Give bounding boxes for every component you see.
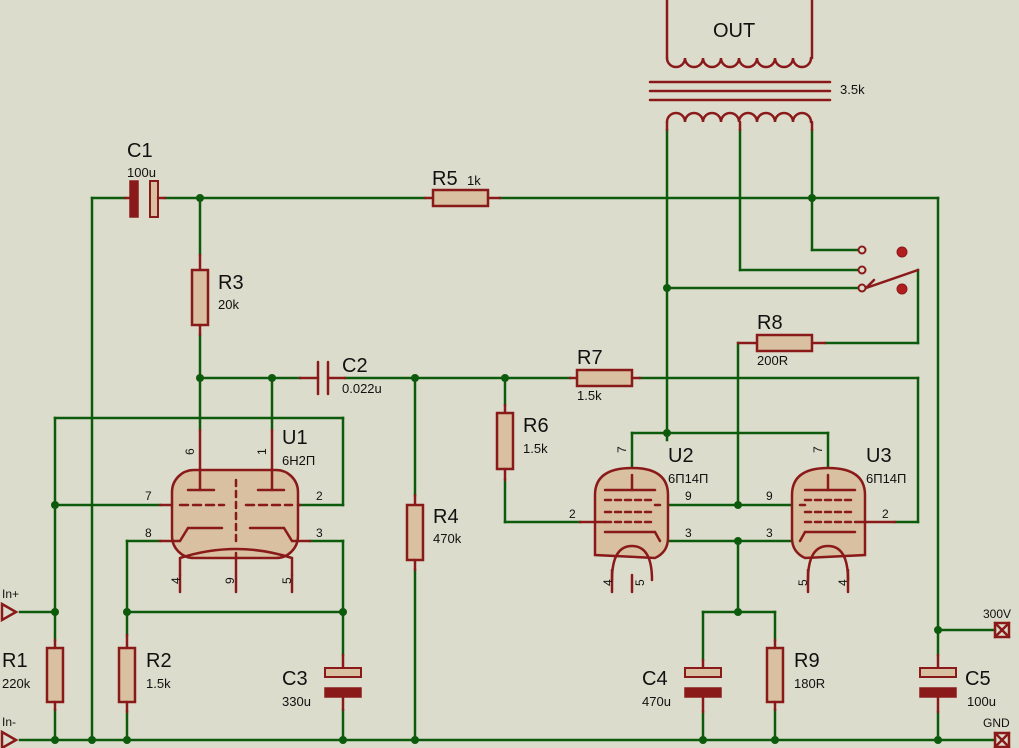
resistor-r8[interactable]: R8 200R (736, 312, 827, 368)
c5-value: 100u (967, 694, 996, 709)
resistor-r1[interactable]: R1 220k (2, 638, 65, 712)
svg-text:5: 5 (280, 577, 294, 584)
capacitor-c2[interactable]: C2 0.022u (298, 355, 382, 396)
r2-ref: R2 (146, 650, 172, 672)
svg-text:4: 4 (169, 577, 183, 584)
svg-text:1: 1 (255, 448, 269, 455)
resistor-r2[interactable]: R2 1.5k (117, 633, 172, 714)
svg-text:In+: In+ (2, 587, 19, 601)
wires (18, 128, 997, 742)
svg-text:9: 9 (223, 577, 237, 584)
r8-ref: R8 (757, 312, 783, 334)
terminal-in-plus[interactable]: In+ (0, 587, 19, 623)
r4-ref: R4 (433, 506, 459, 528)
resistor-r3[interactable]: R3 20k (190, 253, 244, 337)
c4-value: 470u (642, 694, 671, 709)
u2-ref: U2 (668, 445, 694, 467)
tube-u1[interactable]: U1 6Н2П 6 1 7 2 8 3 4 9 5 (145, 427, 323, 594)
svg-text:3: 3 (766, 526, 773, 540)
svg-text:7: 7 (615, 446, 629, 453)
terminal-in-minus[interactable]: In- (0, 715, 19, 748)
tap-selector-switch[interactable] (857, 245, 920, 295)
u3-value: 6П14П (866, 471, 906, 486)
c1-ref: C1 (127, 140, 153, 162)
svg-text:9: 9 (766, 489, 773, 503)
r8-value: 200R (757, 353, 788, 368)
svg-text:5: 5 (796, 579, 810, 586)
r5-ref: R5 (432, 168, 458, 190)
svg-text:2: 2 (569, 507, 576, 521)
c1-value: 100u (127, 165, 156, 180)
capacitor-c5[interactable]: C5 100u (919, 653, 996, 714)
tube-u3[interactable]: U3 6П14П 7 9 2 3 5 4 (766, 445, 906, 594)
r3-value: 20k (218, 297, 239, 312)
svg-text:4: 4 (601, 579, 615, 586)
u1-ref: U1 (282, 427, 308, 449)
c3-value: 330u (282, 694, 311, 709)
svg-text:2: 2 (882, 507, 889, 521)
capacitor-c1[interactable]: C1 100u (123, 140, 167, 218)
tube-u2[interactable]: U2 6П14П 7 9 2 3 4 5 (569, 445, 708, 594)
out-ref: OUT (713, 20, 755, 42)
u1-value: 6Н2П (282, 453, 315, 468)
svg-text:7: 7 (145, 489, 152, 503)
r7-ref: R7 (577, 347, 603, 369)
resistor-r4[interactable]: R4 470k (405, 493, 462, 572)
capacitor-c3[interactable]: C3 330u (282, 653, 362, 712)
svg-text:In-: In- (2, 715, 16, 729)
resistor-r9[interactable]: R9 180R (765, 638, 825, 712)
capacitor-c4[interactable]: C4 470u (642, 658, 722, 714)
svg-text:2: 2 (316, 489, 323, 503)
out-value: 3.5k (840, 82, 865, 97)
r6-value: 1.5k (523, 441, 548, 456)
r1-ref: R1 (2, 650, 28, 672)
resistor-r7[interactable]: R7 1.5k (568, 347, 642, 403)
r7-value: 1.5k (577, 388, 602, 403)
c4-ref: C4 (642, 668, 668, 690)
r3-ref: R3 (218, 272, 244, 294)
c2-value: 0.022u (342, 381, 382, 396)
svg-text:3: 3 (316, 526, 323, 540)
r2-value: 1.5k (146, 676, 171, 691)
r5-value: 1k (467, 173, 481, 188)
r9-value: 180R (794, 676, 825, 691)
svg-text:300V: 300V (983, 607, 1011, 621)
u3-ref: U3 (866, 445, 892, 467)
c5-ref: C5 (965, 668, 991, 690)
r1-value: 220k (2, 676, 31, 691)
svg-text:7: 7 (811, 446, 825, 453)
svg-text:GND: GND (983, 716, 1010, 730)
svg-text:4: 4 (836, 579, 850, 586)
c2-ref: C2 (342, 355, 368, 377)
resistor-r6[interactable]: R6 1.5k (495, 403, 549, 482)
svg-text:9: 9 (685, 489, 692, 503)
r4-value: 470k (433, 531, 462, 546)
svg-text:5: 5 (633, 579, 647, 586)
resistor-r5[interactable]: R5 1k (423, 168, 502, 208)
junction-dots (51, 194, 942, 744)
svg-text:8: 8 (145, 526, 152, 540)
r6-ref: R6 (523, 415, 549, 437)
svg-text:3: 3 (685, 526, 692, 540)
output-transformer[interactable]: OUT 3.5k (648, 0, 865, 132)
r9-ref: R9 (794, 650, 820, 672)
terminal-gnd[interactable]: GND (983, 716, 1011, 748)
u2-value: 6П14П (668, 471, 708, 486)
terminal-300v[interactable]: 300V (983, 607, 1011, 639)
svg-text:6: 6 (183, 448, 197, 455)
c3-ref: C3 (282, 668, 308, 690)
